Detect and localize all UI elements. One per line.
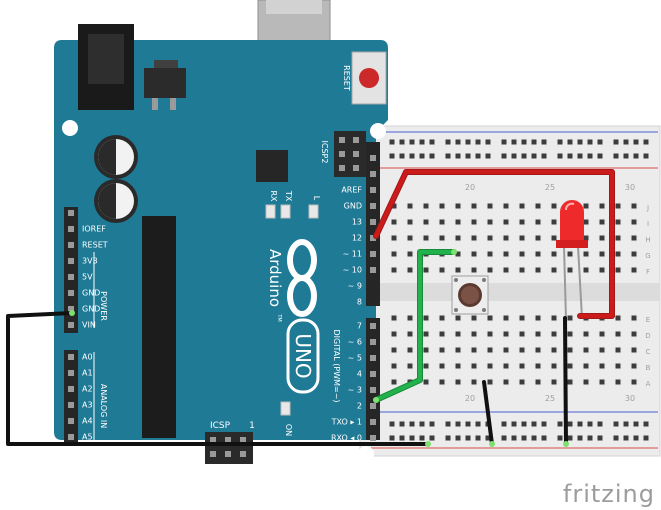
power-header xyxy=(64,207,78,333)
row-letter-e: E xyxy=(646,316,650,324)
tx-led xyxy=(280,204,291,219)
uno-logo-box xyxy=(286,318,320,394)
col-number-30: 30 xyxy=(625,183,635,192)
col-number-20-bottom: 20 xyxy=(465,394,475,403)
row-letter-a: A xyxy=(646,380,651,388)
icsp-label: ICSP xyxy=(210,421,231,431)
digital-pin-label: RXO ◂ 0 xyxy=(331,434,362,443)
row-letter-i: I xyxy=(647,220,649,228)
digital-pin-label: 4 xyxy=(357,370,362,379)
led-gnd-wire xyxy=(563,316,568,446)
arduino-uno-board: RESET ICSP2 TX RX L Arduino UNO TM DIGIT… xyxy=(54,0,388,464)
analog-header xyxy=(64,350,78,442)
red-led xyxy=(556,200,588,321)
mounting-hole xyxy=(358,446,374,462)
button-gnd-wire xyxy=(482,380,494,446)
power-pin-label: 3V3 xyxy=(82,257,98,266)
digital-label: DIGITAL (PWM=~) xyxy=(332,329,341,402)
icsp2-label: ICSP2 xyxy=(320,141,329,164)
digital-pin-label: ~ 3 xyxy=(348,386,362,395)
capacitor xyxy=(94,179,138,223)
voltage-regulator xyxy=(144,68,186,98)
mounting-hole xyxy=(370,123,386,139)
row-letter-d: D xyxy=(645,332,650,340)
digital-pin-label: ~ 11 xyxy=(343,250,362,259)
col-number-25-bottom: 25 xyxy=(545,394,555,403)
analog-label: ANALOG IN xyxy=(99,384,108,429)
col-number-25: 25 xyxy=(545,183,555,192)
col-number-30-bottom: 30 xyxy=(625,394,635,403)
push-button xyxy=(451,275,489,315)
power-pin-label: RESET xyxy=(82,241,108,250)
gnd-wire xyxy=(6,311,430,446)
row-letter-f: F xyxy=(646,268,650,276)
digital-pin-label: GND xyxy=(344,202,362,211)
digital-pin-label: ~ 5 xyxy=(348,354,362,363)
uno-model: UNO xyxy=(291,333,315,378)
row-letter-c: C xyxy=(646,348,651,356)
row-letter-g: G xyxy=(645,252,650,260)
trademark: TM xyxy=(276,313,282,321)
digital-pin-label: 2 xyxy=(357,402,362,411)
rx-label: RX xyxy=(269,190,278,202)
analog-pin-label: A2 xyxy=(82,385,93,394)
fritzing-watermark: fritzing xyxy=(563,480,655,508)
icsp-pin1-mark: 1 xyxy=(249,421,255,431)
tx-label: TX xyxy=(284,190,293,202)
icsp2-header xyxy=(334,131,366,177)
usb-chip xyxy=(256,150,288,182)
capacitor xyxy=(94,135,138,179)
digital-pin-label: ~ 9 xyxy=(348,282,362,291)
digital-pin-label: ~ 6 xyxy=(348,338,362,347)
row-letter-h: H xyxy=(645,236,650,244)
analog-pin-label: A4 xyxy=(82,417,93,426)
row-letter-j: J xyxy=(646,204,649,212)
on-label: ON xyxy=(284,424,293,436)
board-body xyxy=(54,40,388,440)
digital-pin-label: 7 xyxy=(357,322,362,331)
analog-pin-label: A3 xyxy=(82,401,93,410)
power-pin-label: IOREF xyxy=(82,225,106,234)
analog-pin-label: A1 xyxy=(82,369,93,378)
power-pin-label: VIN xyxy=(82,321,96,330)
on-led xyxy=(280,401,291,416)
icsp-header xyxy=(205,432,253,464)
arduino-brand: Arduino xyxy=(266,249,284,307)
arduino-logo-icon xyxy=(287,239,317,317)
digital-pin-label: AREF xyxy=(341,186,362,195)
rx-led xyxy=(265,204,276,219)
col-number-20: 20 xyxy=(465,183,475,192)
reset-label: RESET xyxy=(342,65,351,91)
digital-pin-label: 12 xyxy=(352,234,362,243)
l-led xyxy=(308,204,319,219)
digital-pin-label: TXO ▸ 1 xyxy=(331,418,362,427)
microcontroller-chip xyxy=(142,216,176,438)
power-label: POWER xyxy=(99,291,108,321)
digital-pin-label: 8 xyxy=(357,298,362,307)
l-label: L xyxy=(312,196,321,201)
wire-endpoints xyxy=(69,249,569,447)
mounting-hole xyxy=(92,448,108,464)
analog-pin-label: A0 xyxy=(82,353,93,362)
analog-pin-label: A5 xyxy=(82,433,93,442)
power-pin-label: GND xyxy=(82,305,100,314)
power-pin-label: GND xyxy=(82,289,100,298)
row-letter-b: B xyxy=(646,364,651,372)
digital-pin-label: ~ 10 xyxy=(343,266,362,275)
mounting-hole xyxy=(62,120,78,136)
power-pin-label: 5V xyxy=(82,273,93,282)
digital-pin-label: 13 xyxy=(352,218,362,227)
digital-header-bottom xyxy=(366,318,380,440)
wires xyxy=(6,169,615,446)
